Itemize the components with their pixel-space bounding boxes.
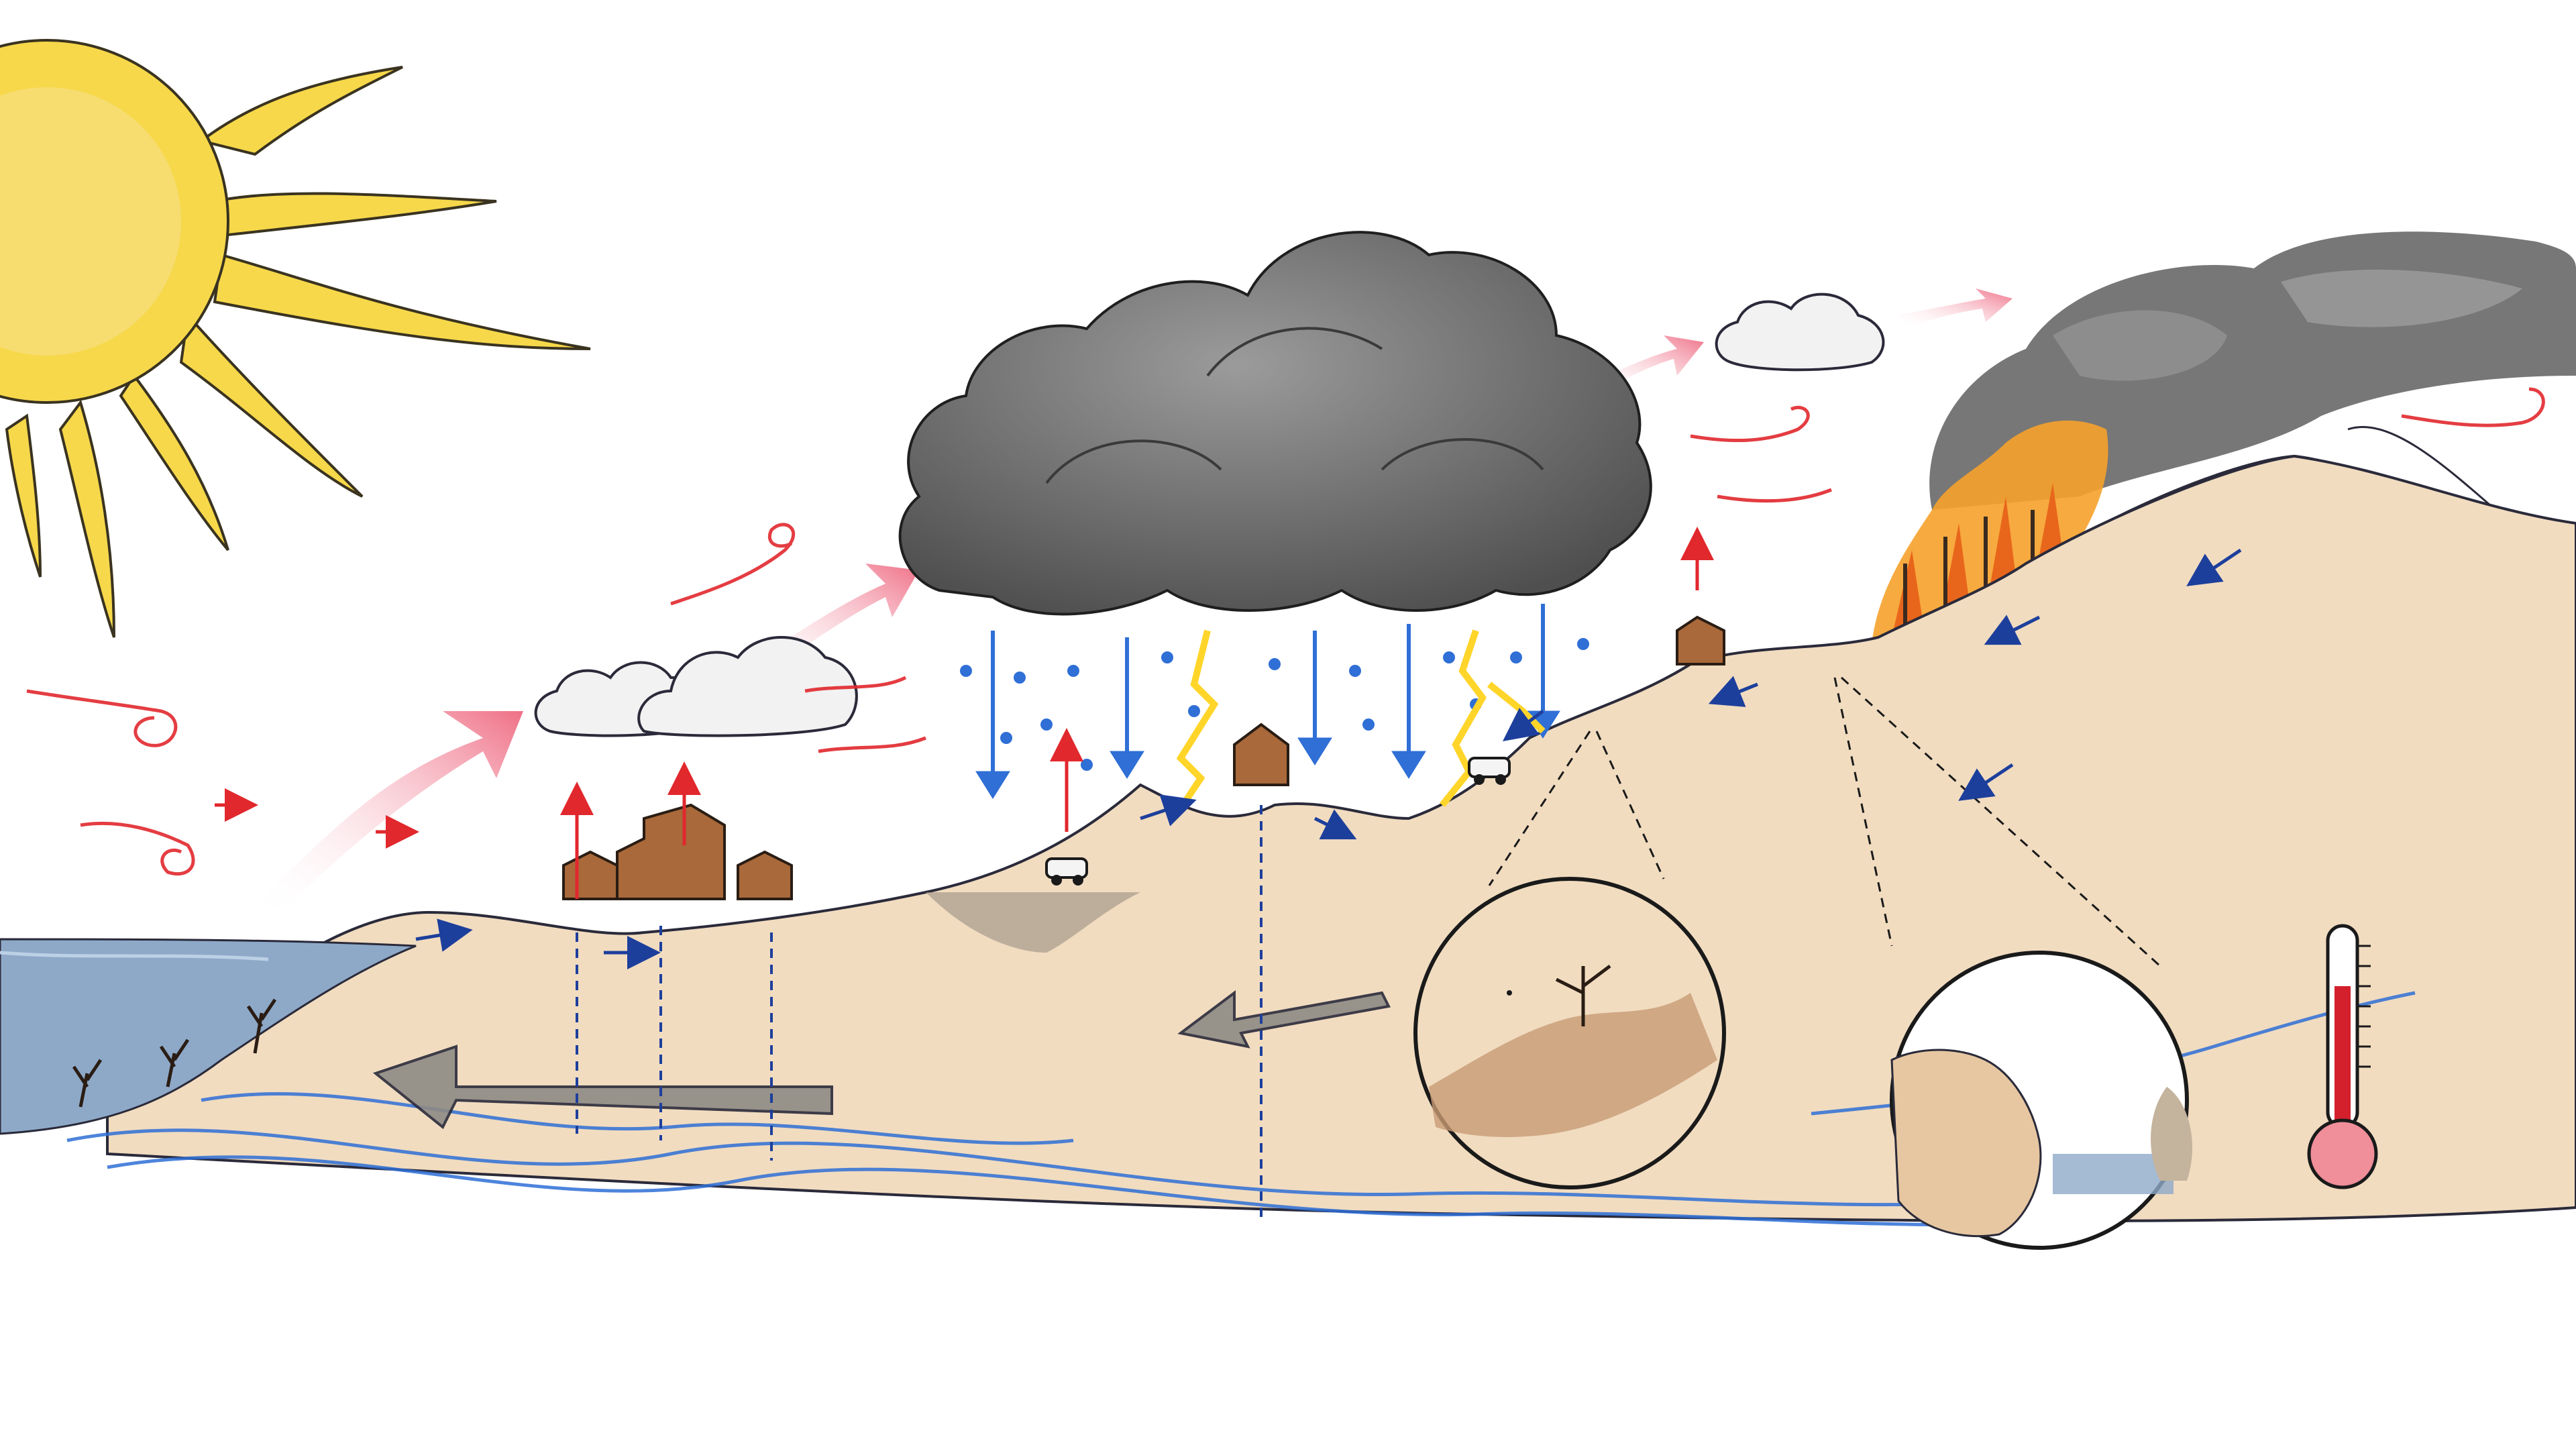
dead-shrubs bbox=[72, 998, 277, 1108]
thermometer bbox=[2307, 924, 2378, 1189]
well-lines bbox=[576, 805, 1263, 1221]
sea bbox=[0, 938, 417, 1135]
heat-arrows bbox=[215, 527, 1714, 899]
wind-swirls bbox=[26, 387, 2545, 876]
cars bbox=[1045, 757, 1511, 886]
zoom-coastal-erosion bbox=[1890, 951, 2193, 1250]
small-clouds bbox=[534, 292, 1885, 737]
groundwater-flow-arrows bbox=[372, 990, 1391, 1130]
rain bbox=[960, 604, 1589, 799]
zoom-connectors bbox=[1488, 676, 2161, 967]
runoff-arrows bbox=[415, 548, 2242, 969]
zoom-dry-soil bbox=[1413, 877, 1726, 1189]
sun bbox=[0, 39, 591, 638]
storm-cloud bbox=[898, 231, 1652, 616]
